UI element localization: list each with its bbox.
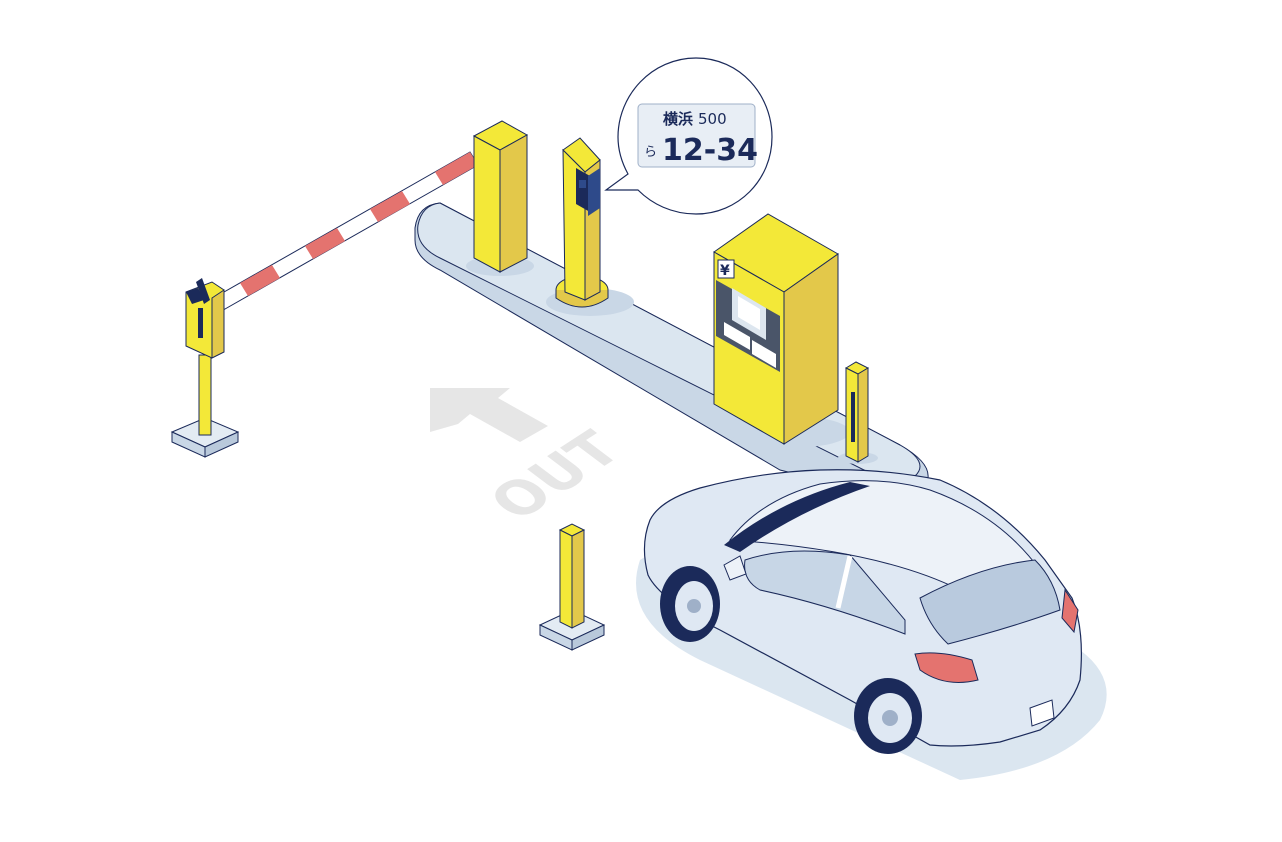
- car-wheel-front: [660, 566, 720, 642]
- front-bollard: [538, 523, 606, 651]
- car-wheel-rear: [854, 678, 922, 754]
- plate-kana: ら: [644, 145, 657, 160]
- plate-class-number: 500: [698, 110, 727, 128]
- out-marking-text: OUT: [476, 421, 636, 530]
- yen-sign-icon: ¥: [720, 263, 730, 279]
- yellow-pillar-booth: [466, 120, 534, 276]
- plate-number: 12-34: [662, 133, 758, 168]
- car: [636, 469, 1107, 780]
- plate-speech-bubble: 横浜 500 ら 12-34: [604, 57, 773, 215]
- road-marking: OUT: [430, 388, 636, 531]
- license-plate: 横浜 500 ら 12-34: [637, 103, 758, 168]
- lpr-camera-pole: [546, 137, 634, 316]
- payment-machine: ¥: [713, 213, 850, 448]
- island-bollard: [838, 361, 878, 464]
- barrier-gate: [170, 151, 479, 458]
- plate-region: 横浜: [663, 110, 693, 128]
